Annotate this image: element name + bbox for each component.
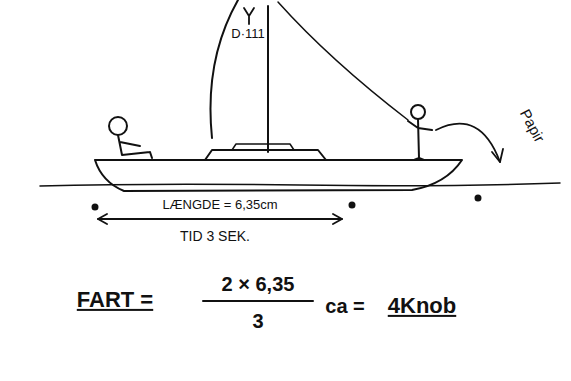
sketch-label: 4Knob bbox=[388, 294, 456, 318]
marker-dot bbox=[93, 205, 98, 210]
length-arrow bbox=[98, 218, 342, 220]
mast bbox=[267, 6, 269, 152]
mainsail-curve bbox=[210, 0, 238, 138]
jib-sheet bbox=[278, 2, 408, 120]
arrow-head bbox=[492, 149, 503, 162]
sketch-label: FART = bbox=[77, 288, 153, 312]
person-head bbox=[109, 117, 127, 135]
marker-dot bbox=[476, 196, 481, 201]
marker-dot bbox=[350, 203, 355, 208]
arrow-heads bbox=[98, 214, 342, 224]
sketch-label: 2 × 6,35 bbox=[222, 273, 295, 295]
sail-emblem bbox=[244, 8, 254, 24]
sketch-label: Papir bbox=[516, 107, 547, 146]
sketch-label: TID 3 SEK. bbox=[180, 229, 250, 244]
paper-arrow bbox=[436, 124, 500, 162]
seated-person bbox=[118, 135, 152, 158]
cabin-top bbox=[232, 144, 294, 150]
sketch-label: D·111 bbox=[231, 27, 264, 41]
sketch-label: ca = bbox=[325, 295, 364, 317]
water-line bbox=[40, 183, 560, 186]
sketch-label: 3 bbox=[252, 310, 263, 332]
cabin bbox=[205, 150, 326, 160]
fraction-bar bbox=[203, 300, 313, 302]
standing-person bbox=[408, 119, 432, 160]
person-head bbox=[411, 105, 425, 119]
sketch-label: LÆNGDE = 6,35cm bbox=[162, 198, 277, 212]
